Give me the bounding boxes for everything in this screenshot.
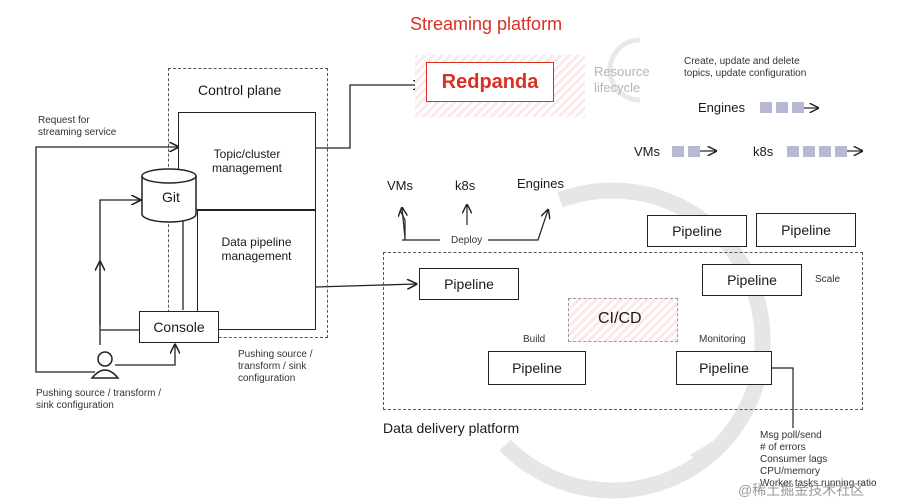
metric-3: Consumer lags [760,454,828,465]
resource-line-2: lifecycle [594,80,641,95]
vms-queue [672,146,700,157]
topic-mgmt-line-1: Topic/cluster [213,147,281,161]
pushing-mid-line-2: transform / sink [238,361,307,372]
git-icon [141,168,197,223]
topic-management-box: Topic/cluster management [178,112,316,210]
pushing-mid-line-1: Pushing source / [238,349,313,360]
cicd-area [568,298,678,342]
pushing-mid-line-3: configuration [238,373,296,384]
data-pipeline-management-box: Data pipeline management [197,210,316,330]
resource-lifecycle-arrow [607,37,641,103]
watermark: @稀土掘金技术社区 [738,482,865,498]
deploy-target-k8s: k8s [455,178,476,193]
metric-2: # of errors [760,442,806,453]
dpm-line-2: management [221,249,292,263]
deploy-label: Deploy [451,235,483,246]
metric-1: Msg poll/send [760,430,822,441]
dpm-line-1: Data pipeline [221,235,292,249]
metric-4: CPU/memory [760,466,821,477]
create-note: Create, update and delete topics, update… [684,56,806,80]
engines-label: Engines [698,100,745,115]
scale-label: Scale [815,274,841,285]
data-delivery-region [383,252,863,410]
control-plane-label: Control plane [198,82,282,98]
build-label: Build [523,334,546,345]
redpanda-logo-text: Redpanda [441,70,539,93]
pipeline-box-1: Pipeline [419,268,519,300]
k8s-queue [787,146,847,157]
engines-queue [760,102,804,113]
request-line-2: streaming service [38,127,117,138]
create-note-line-2: topics, update configuration [684,68,807,79]
pushing-left-line-2: sink configuration [36,400,114,411]
monitoring-label: Monitoring [699,334,746,345]
metric-5: Worker tasks running ratio [760,478,877,489]
pipeline-box-3: Pipeline [756,213,856,247]
resource-lifecycle-label: Resource lifecycle [594,64,650,96]
pushing-mid-note: Pushing source / transform / sink config… [238,349,313,385]
deploy-target-engines: Engines [517,176,564,191]
pipeline-box-5: Pipeline [488,351,586,385]
request-line-1: Request for [38,115,90,126]
deploy-target-vms: VMs [387,178,413,193]
redpanda-logo: Redpanda [426,62,554,102]
k8s-label: k8s [753,144,774,159]
pipeline-box-2: Pipeline [647,215,747,247]
console-box: Console [139,311,219,343]
cicd-label: CI/CD [598,310,642,327]
git-label: Git [162,189,180,205]
data-delivery-label: Data delivery platform [383,420,520,436]
request-note: Request for streaming service [38,115,116,139]
page-title: Streaming platform [410,14,563,34]
pushing-left-note: Pushing source / transform / sink config… [36,388,161,412]
user-icon [90,351,120,379]
pipeline-box-4: Pipeline [702,264,802,296]
resource-line-1: Resource [594,64,650,79]
pipeline-box-6: Pipeline [676,351,772,385]
metrics-note: Msg poll/send # of errors Consumer lags … [760,430,877,490]
topic-mgmt-line-2: management [211,161,283,175]
vms-label: VMs [634,144,660,159]
create-note-line-1: Create, update and delete [684,56,800,67]
pushing-left-line-1: Pushing source / transform / [36,388,162,399]
